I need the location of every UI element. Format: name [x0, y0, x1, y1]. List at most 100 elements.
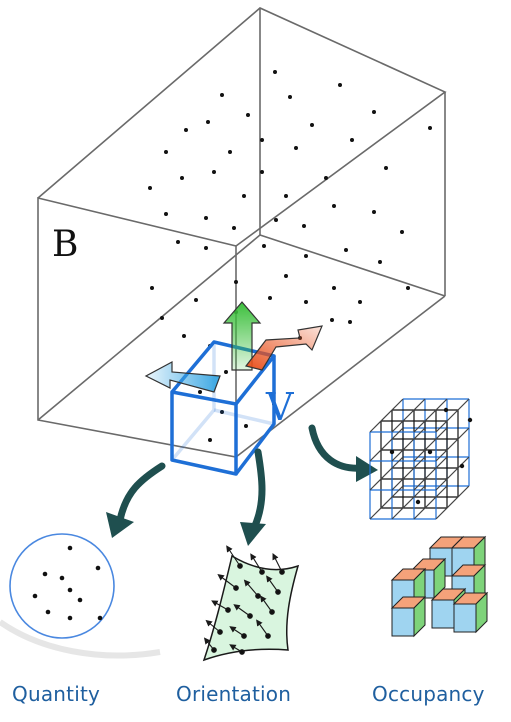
- grid-point: [459, 463, 465, 469]
- normal-point: [255, 593, 261, 599]
- cloud-point: [310, 123, 314, 127]
- orientation-feature: [202, 545, 300, 662]
- voxel-hidden-edges: [170, 342, 216, 462]
- cloud-point: [288, 95, 292, 99]
- normal-arrow: [243, 579, 259, 597]
- orange-arrow: [244, 325, 323, 371]
- quantity-points: [32, 545, 103, 621]
- cloud-point: [164, 212, 168, 216]
- grid-depth-line: [435, 427, 470, 462]
- normal-point: [241, 633, 247, 639]
- normal-arrow: [250, 553, 263, 573]
- normal-point: [239, 649, 245, 655]
- grid-depth-line: [413, 398, 448, 433]
- normal-point: [247, 613, 253, 619]
- cloud-point: [246, 113, 250, 117]
- normal-arrow: [233, 604, 251, 617]
- cloud-point: [180, 176, 184, 180]
- cloud-point: [428, 126, 432, 130]
- feature-arrowheads: [106, 456, 378, 546]
- cloud-point: [332, 204, 336, 208]
- cloud-point: [220, 410, 224, 414]
- occupied-voxel: [390, 595, 427, 638]
- quantity-arrowhead: [106, 512, 134, 538]
- quantity-feature: [9, 533, 115, 639]
- orientation-arrow: [250, 448, 266, 532]
- cloud-point: [268, 296, 272, 300]
- grid-depth-line: [369, 456, 404, 491]
- cloud-point: [294, 146, 298, 150]
- grid-depth-line: [413, 485, 448, 520]
- cloud-point: [378, 260, 382, 264]
- grid-depth-line: [369, 398, 404, 433]
- box-hidden-right: [259, 234, 446, 297]
- cloud-point: [330, 318, 334, 322]
- cloud-point: [338, 83, 342, 87]
- cloud-point: [324, 176, 328, 180]
- cloud-point: [164, 150, 168, 154]
- box-top-edges: [37, 7, 447, 247]
- cloud-point: [206, 120, 210, 124]
- normal-point: [225, 607, 231, 613]
- cloud-point: [260, 138, 264, 142]
- direction-arrows: [144, 301, 323, 393]
- voxel-hidden-edge-back: [213, 408, 275, 426]
- cloud-point: [372, 210, 376, 214]
- grid-depth-line: [413, 456, 448, 491]
- cloud-point: [302, 224, 306, 228]
- occupancy-arrowhead: [356, 456, 378, 482]
- normal-arrow: [226, 545, 241, 567]
- cloud-point: [304, 300, 308, 304]
- cloud-point: [344, 248, 348, 252]
- cloud-point: [182, 334, 186, 338]
- cloud-point: [242, 194, 246, 198]
- grid-point: [415, 499, 421, 505]
- voxel-label-v: V: [265, 385, 294, 429]
- normal-arrow: [256, 619, 269, 637]
- grid-depth-line: [391, 427, 426, 462]
- cloud-point: [150, 286, 154, 290]
- label-orientation: Orientation: [176, 682, 292, 706]
- cloud-point: [160, 316, 164, 320]
- blue-arrow: [144, 360, 221, 393]
- grid-depth-line: [391, 456, 426, 491]
- normal-arrow: [272, 553, 283, 573]
- cloud-point: [204, 246, 208, 250]
- occupancy-grid: [369, 398, 473, 520]
- normal-point: [211, 647, 217, 653]
- cloud-point: [204, 216, 208, 220]
- cloud-point: [228, 150, 232, 154]
- cloud-point: [348, 320, 352, 324]
- grid-depth-line: [369, 427, 404, 462]
- voxel-front: [391, 607, 415, 637]
- grid-point: [427, 449, 433, 455]
- box-label-b: B: [52, 224, 78, 265]
- cloud-point: [260, 170, 264, 174]
- cloud-point: [212, 170, 216, 174]
- feature-arrows: [116, 424, 366, 532]
- normal-point: [269, 609, 275, 615]
- cloud-point: [358, 300, 362, 304]
- label-occupancy: Occupancy: [372, 682, 485, 706]
- box-hidden-left: [37, 234, 261, 421]
- cloud-point: [224, 370, 228, 374]
- voxel-front-face: [170, 390, 238, 476]
- cloud-point: [284, 194, 288, 198]
- cloud-point: [194, 298, 198, 302]
- cloud-point: [304, 254, 308, 258]
- normal-point: [217, 629, 223, 635]
- grid-point: [389, 449, 395, 455]
- normal-arrow: [266, 575, 279, 593]
- label-quantity: Quantity: [12, 682, 101, 706]
- grid-depth-line: [413, 427, 448, 462]
- quantity-arrow: [116, 462, 166, 524]
- normal-point: [233, 585, 239, 591]
- voxel-front: [431, 599, 455, 629]
- grid-depth-line: [435, 398, 470, 433]
- normal-point: [275, 589, 281, 595]
- grid-depth-line: [391, 398, 426, 433]
- voxel-front: [453, 603, 477, 633]
- voxel-v: [170, 340, 276, 476]
- bounding-box-b: [37, 7, 447, 458]
